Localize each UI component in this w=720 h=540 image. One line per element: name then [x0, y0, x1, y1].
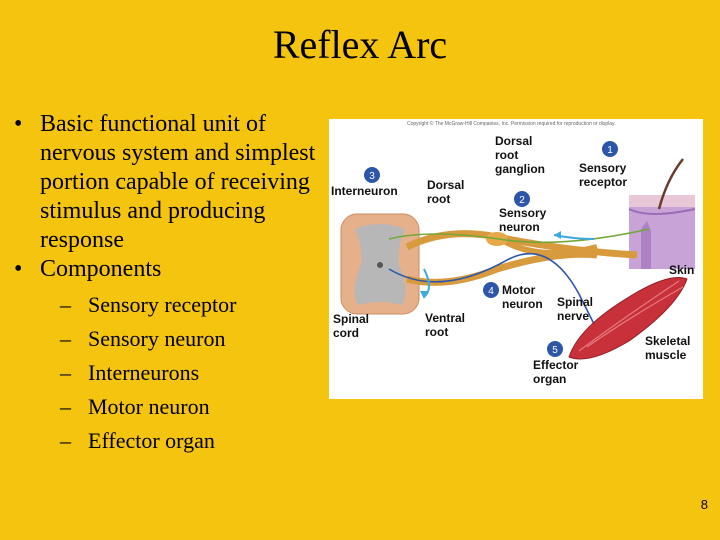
dash-mark: – — [60, 292, 71, 317]
skeletal-muscle-illustration — [568, 276, 688, 360]
label-sensory-neuron-2: neuron — [499, 220, 540, 234]
label-spinal-nerve-2: nerve — [557, 309, 589, 323]
sub-bullet-text: Motor neuron — [88, 394, 210, 419]
label-skin: Skin — [669, 263, 694, 277]
sub-bullet-item: – Motor neuron — [60, 390, 324, 424]
sub-bullet-text: Effector organ — [88, 428, 215, 453]
label-motor-neuron-2: neuron — [502, 297, 543, 311]
diagram-labels: Dorsal root ganglion Sensory receptor In… — [331, 134, 694, 386]
sub-bullet-text: Interneurons — [88, 360, 200, 385]
step-2-number: 2 — [519, 195, 525, 206]
label-spinal-cord-2: cord — [333, 326, 359, 340]
label-dorsal-root-ganglion-2: root — [495, 148, 518, 162]
sub-bullet-text: Sensory receptor — [88, 292, 237, 317]
label-skeletal-muscle-2: muscle — [645, 348, 687, 362]
label-dorsal-root-ganglion-3: ganglion — [495, 162, 545, 176]
sub-bullet-list: – Sensory receptor – Sensory neuron – In… — [60, 288, 324, 458]
label-interneuron: Interneuron — [331, 184, 398, 198]
label-ventral-root-1: Ventral — [425, 311, 465, 325]
reflex-arc-figure: Copyright © The McGraw-Hill Companies, I… — [329, 119, 703, 399]
label-motor-neuron-1: Motor — [502, 283, 536, 297]
signal-arrows — [420, 231, 595, 299]
bullet-mark: • — [14, 111, 23, 137]
step-number-circles: 1 2 3 4 5 — [364, 141, 618, 357]
bullet-mark: • — [14, 256, 23, 282]
dash-mark: – — [60, 326, 71, 351]
bullet-text: Basic functional unit of nervous system … — [40, 111, 316, 253]
sub-bullet-text: Sensory neuron — [88, 326, 226, 351]
spinal-cord-illustration — [340, 213, 420, 315]
bullet-item: • Basic functional unit of nervous syste… — [14, 110, 324, 255]
skin-illustration — [628, 158, 696, 269]
label-sensory-receptor-2: receptor — [579, 175, 627, 189]
label-dorsal-root-1: Dorsal — [427, 178, 464, 192]
dash-mark: – — [60, 394, 71, 419]
sub-bullet-item: – Interneurons — [60, 356, 324, 390]
step-1-number: 1 — [607, 145, 613, 156]
slide-title: Reflex Arc — [272, 22, 448, 67]
label-dorsal-root-ganglion-1: Dorsal — [495, 134, 532, 148]
label-effector-organ-1: Effector — [533, 358, 579, 372]
label-sensory-receptor-1: Sensory — [579, 161, 627, 175]
bullet-item: • Components — [14, 255, 324, 284]
sub-bullet-item: – Sensory neuron — [60, 322, 324, 356]
sub-bullet-item: – Effector organ — [60, 424, 324, 458]
label-spinal-nerve-1: Spinal — [557, 295, 593, 309]
copyright-text: Copyright © The McGraw-Hill Companies, I… — [407, 120, 616, 127]
sub-bullet-item: – Sensory receptor — [60, 288, 324, 322]
label-skeletal-muscle-1: Skeletal — [645, 334, 690, 348]
reflex-arc-diagram: Copyright © The McGraw-Hill Companies, I… — [331, 120, 696, 386]
label-effector-organ-2: organ — [533, 372, 566, 386]
step-4-number: 4 — [488, 286, 494, 297]
step-5-number: 5 — [552, 345, 558, 356]
label-dorsal-root-2: root — [427, 192, 450, 206]
label-ventral-root-2: root — [425, 325, 448, 339]
bullet-list: • Basic functional unit of nervous syste… — [14, 110, 324, 458]
step-3-number: 3 — [369, 171, 375, 182]
bullet-text: Components — [40, 256, 162, 282]
label-spinal-cord-1: Spinal — [333, 312, 369, 326]
dash-mark: – — [60, 360, 71, 385]
nerve-pathways — [388, 228, 650, 335]
page-number: 8 — [700, 497, 708, 512]
dash-mark: – — [60, 428, 71, 453]
label-sensory-neuron-1: Sensory — [499, 206, 547, 220]
